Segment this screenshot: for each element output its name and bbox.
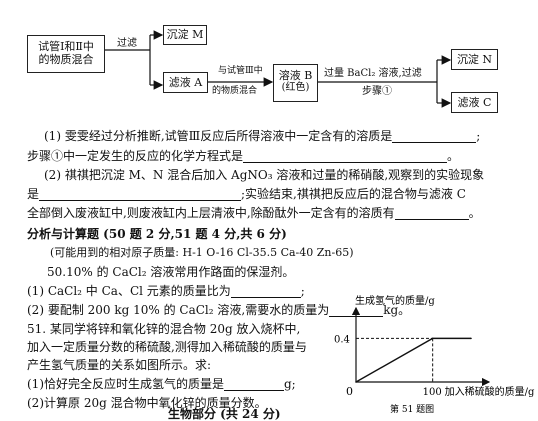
q2-line3-end: 。 <box>468 206 481 220</box>
q2-line2: 是 ;实验结束,祺祺把反应后的混合物与滤液 C <box>27 187 466 201</box>
box-solution-b-line2: (红色) <box>281 82 310 93</box>
q50-sub1-end: ; <box>300 284 305 298</box>
label-filter: 过滤 <box>117 38 137 49</box>
atomic-masses-note: (可能用到的相对原子质量: H-1 O-16 Cl-35.5 Ca-40 Zn-… <box>50 246 354 259</box>
box-solution-b-line1: 溶液 B <box>278 69 313 82</box>
box-mix-tubes-line1: 试管Ⅰ和Ⅱ中 <box>38 40 94 53</box>
q51-blank1[interactable] <box>224 378 284 391</box>
label-step-1: 步骤① <box>362 86 392 97</box>
q2-line3-text: 全部倒入废液缸中,则废液缸内上层清液中,除酚酞外一定含有的溶质有 <box>27 206 395 220</box>
q1-line2: 步骤①中一定发生的反应的化学方程式是 。 <box>27 149 459 163</box>
q1-line1-text: (1) 雯雯经过分析推断,试管Ⅲ反应后所得溶液中一定含有的溶质是 <box>44 129 393 143</box>
q51-sub1: (1)恰好完全反应时生成氢气的质量是 g; <box>27 377 296 391</box>
q2-blank1[interactable] <box>39 188 242 201</box>
section-title: 分析与计算题 (50 题 2 分,51 题 4 分,共 6 分) <box>27 227 287 241</box>
label-mix-tube3-line2: 的物质混合 <box>212 86 258 96</box>
q50-stem: 50.10% 的 CaCl₂ 溶液常用作路面的保湿剂。 <box>47 265 295 279</box>
q2-line3: 全部倒入废液缸中,则废液缸内上层清液中,除酚酞外一定含有的溶质有 。 <box>27 206 481 220</box>
label-mix-tube3-line1: 与试管Ⅲ中 <box>218 66 263 76</box>
box-mix-tubes-line2: 的物质混合 <box>38 53 94 66</box>
box-precipitate-m: 沉淀 M <box>163 25 207 45</box>
q50-blank2[interactable] <box>329 304 384 317</box>
box-solution-b: 溶液 B (红色) <box>273 64 318 102</box>
q1-line2-text: 步骤①中一定发生的反应的化学方程式是 <box>27 149 244 163</box>
q1-blank2[interactable] <box>243 150 448 163</box>
q2-line2-end: ;实验结束,祺祺把反应后的混合物与滤液 C <box>241 187 466 201</box>
q51-sub1-text: (1)恰好完全反应时生成氢气的质量是 <box>27 377 224 391</box>
box-mix-tubes: 试管Ⅰ和Ⅱ中 的物质混合 <box>27 35 105 73</box>
box-precipitate-n: 沉淀 N <box>451 49 498 70</box>
q50-sub1-text: (1) CaCl₂ 中 Ca、Cl 元素的质量比为 <box>27 284 231 298</box>
q50-blank1[interactable] <box>230 285 301 298</box>
box-filtrate-c: 滤液 C <box>451 92 498 113</box>
q2-blank2[interactable] <box>394 207 469 220</box>
q2-line1: (2) 祺祺把沉淀 M、N 混合后加入 AgNO₃ 溶液和过量的稀硝酸,观察到的… <box>44 168 485 182</box>
q2-line2-start: 是 <box>27 187 40 201</box>
q50-sub2: (2) 要配制 200 kg 10% 的 CaCl₂ 溶液,需要水的质量为 kg。 <box>27 303 410 317</box>
biology-section-title: 生物部分 (共 24 分) <box>168 407 281 421</box>
q51-sub2: (2)计算原 20g 混合物中氧化锌的质量分数。 <box>27 396 267 410</box>
q50-sub2-end: kg。 <box>383 303 411 317</box>
q1-line1: (1) 雯雯经过分析推断,试管Ⅲ反应后所得溶液中一定含有的溶质是; <box>44 129 480 143</box>
q51-line3: 产生氢气质量的关系如图所示。求: <box>27 358 212 372</box>
q51-line2: 加入一定质量分数的稀硫酸,测得加入稀硫酸的质量与 <box>27 340 307 354</box>
q50-sub1: (1) CaCl₂ 中 Ca、Cl 元素的质量比为; <box>27 284 305 298</box>
label-bacl2-filter: 过量 BaCl₂ 溶液,过滤 <box>324 68 422 79</box>
q50-sub2-text: (2) 要配制 200 kg 10% 的 CaCl₂ 溶液,需要水的质量为 <box>27 303 330 317</box>
q51-line1: 51. 某同学将锌和氧化锌的混合物 20g 放入烧杯中, <box>27 322 301 336</box>
q1-line1-end: ; <box>476 129 481 143</box>
box-filtrate-a: 滤液 A <box>163 72 208 93</box>
q1-line2-end: 。 <box>447 149 460 163</box>
q1-blank1[interactable] <box>392 130 477 143</box>
q51-sub1-end: g; <box>284 377 296 391</box>
